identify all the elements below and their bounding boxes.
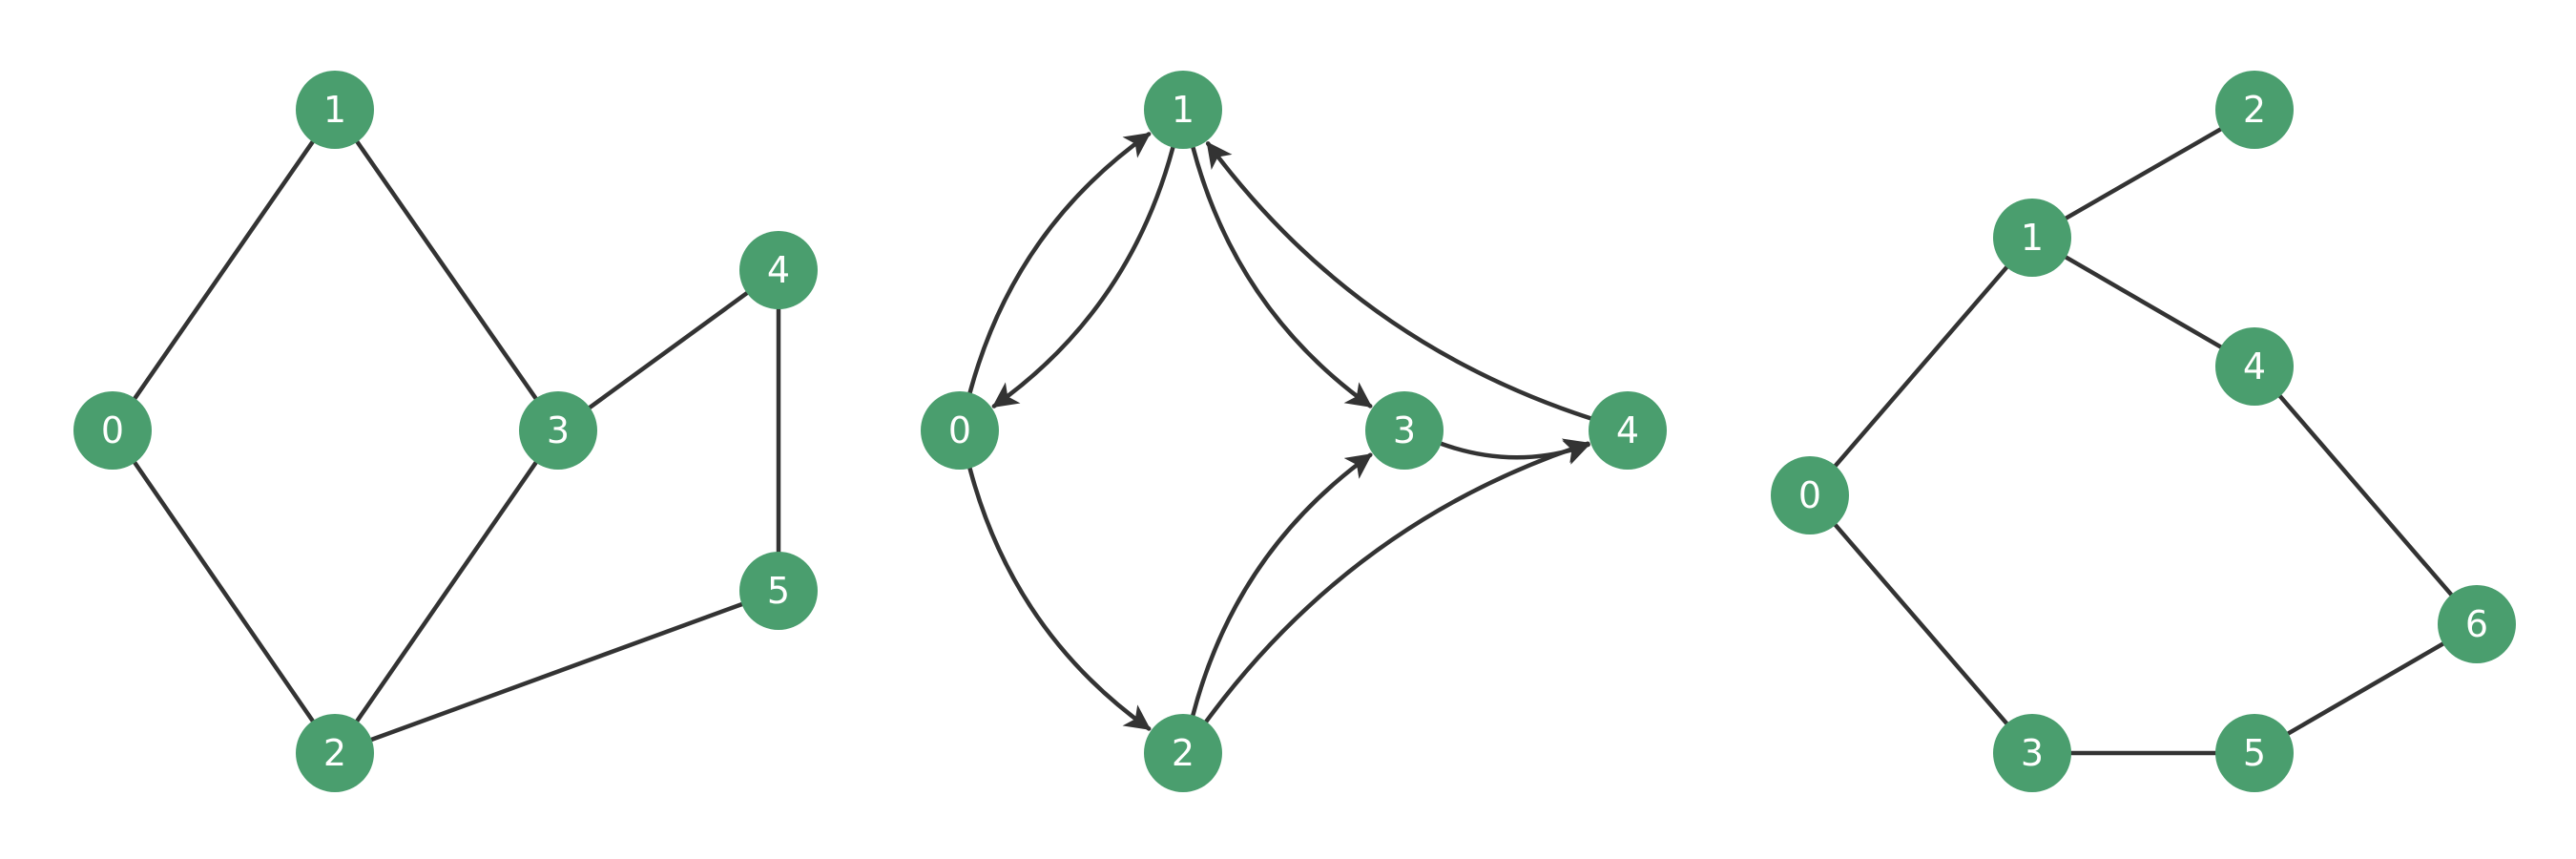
node-label: 5 <box>2243 732 2266 774</box>
node-label: 2 <box>1172 732 1195 774</box>
node-circle <box>1144 71 1222 149</box>
edges-layer <box>133 127 2454 756</box>
directed-graph-middle-edge-1-0 <box>991 145 1175 409</box>
node-circle <box>1993 714 2071 792</box>
node-circle <box>739 552 818 630</box>
nodes-layer: 0 1 2 3 4 5 0 1 2 3 4 0 1 2 3 4 5 6 <box>73 71 2516 792</box>
undirected-graph-left-node-4: 4 <box>739 231 818 309</box>
directed-graph-middle-edge-2-4 <box>1204 438 1590 724</box>
node-label: 0 <box>101 409 124 451</box>
node-label: 3 <box>2021 732 2044 774</box>
directed-graph-middle-node-1: 1 <box>1144 71 1222 149</box>
node-circle <box>519 391 597 470</box>
undirected-graph-left-edge-3-4 <box>587 290 750 410</box>
tree-graph-right-edge-1-2 <box>2064 127 2223 220</box>
tree-graph-right-edge-1-4 <box>2064 255 2223 349</box>
directed-graph-middle-node-3: 3 <box>1365 391 1444 470</box>
directed-graph-middle-node-0: 0 <box>921 391 999 470</box>
directed-graph-middle-edge-2-3 <box>1191 452 1373 718</box>
node-circle <box>1993 199 2071 277</box>
undirected-graph-left-node-5: 5 <box>739 552 818 630</box>
node-circle <box>296 714 374 792</box>
node-circle <box>1144 714 1222 792</box>
node-label: 3 <box>1393 409 1416 451</box>
undirected-graph-left-edge-0-2 <box>133 460 315 723</box>
tree-graph-right-node-0: 0 <box>1771 456 1849 534</box>
tree-graph-right-node-4: 4 <box>2215 327 2294 406</box>
node-label: 4 <box>1616 409 1639 451</box>
undirected-graph-left-edge-0-1 <box>133 139 315 401</box>
tree-graph-right-node-1: 1 <box>1993 199 2071 277</box>
node-label: 1 <box>2021 217 2044 259</box>
node-label: 6 <box>2465 603 2488 645</box>
undirected-graph-left-edge-1-3 <box>355 139 538 401</box>
directed-graph-middle-edge-1-3 <box>1191 145 1373 409</box>
directed-graph-middle-edge-4-1 <box>1205 141 1593 421</box>
directed-graph-middle-edge-0-2 <box>967 466 1152 731</box>
tree-graph-right-node-2: 2 <box>2215 71 2294 149</box>
node-label: 1 <box>323 89 346 131</box>
directed-graph-middle-node-4: 4 <box>1589 391 1667 470</box>
node-circle <box>2215 327 2294 406</box>
node-label: 1 <box>1172 89 1195 131</box>
tree-graph-right-edge-4-6 <box>2277 393 2454 597</box>
tree-graph-right-edge-0-3 <box>1833 522 2009 726</box>
undirected-graph-left-edge-2-5 <box>369 601 744 743</box>
undirected-graph-left-node-0: 0 <box>73 391 152 470</box>
undirected-graph-left-node-2: 2 <box>296 714 374 792</box>
node-circle <box>73 391 152 470</box>
node-circle <box>2215 714 2294 792</box>
node-label: 4 <box>2243 346 2266 388</box>
directed-graph-middle-edge-0-1 <box>967 132 1152 395</box>
node-label: 2 <box>2243 89 2266 131</box>
node-label: 0 <box>1798 474 1821 516</box>
node-circle <box>921 391 999 470</box>
tree-graph-right-node-6: 6 <box>2438 585 2516 663</box>
node-circle <box>1365 391 1444 470</box>
undirected-graph-left-node-1: 1 <box>296 71 374 149</box>
node-label: 3 <box>547 409 570 451</box>
node-circle <box>1771 456 1849 534</box>
node-label: 2 <box>323 732 346 774</box>
tree-graph-right-edge-5-6 <box>2286 641 2445 736</box>
directed-graph-middle-node-2: 2 <box>1144 714 1222 792</box>
tree-graph-right-node-5: 5 <box>2215 714 2294 792</box>
node-circle <box>296 71 374 149</box>
node-circle <box>2438 585 2516 663</box>
node-label: 5 <box>767 570 790 612</box>
undirected-graph-left-edge-2-3 <box>355 460 538 723</box>
node-circle <box>1589 391 1667 470</box>
directed-graph-middle-edge-3-4 <box>1439 440 1591 465</box>
node-circle <box>2215 71 2294 149</box>
tree-graph-right-edge-0-1 <box>1833 264 2009 469</box>
node-label: 4 <box>767 249 790 291</box>
node-label: 0 <box>948 409 971 451</box>
tree-graph-right-node-3: 3 <box>1993 714 2071 792</box>
undirected-graph-left-node-3: 3 <box>519 391 597 470</box>
node-circle <box>739 231 818 309</box>
